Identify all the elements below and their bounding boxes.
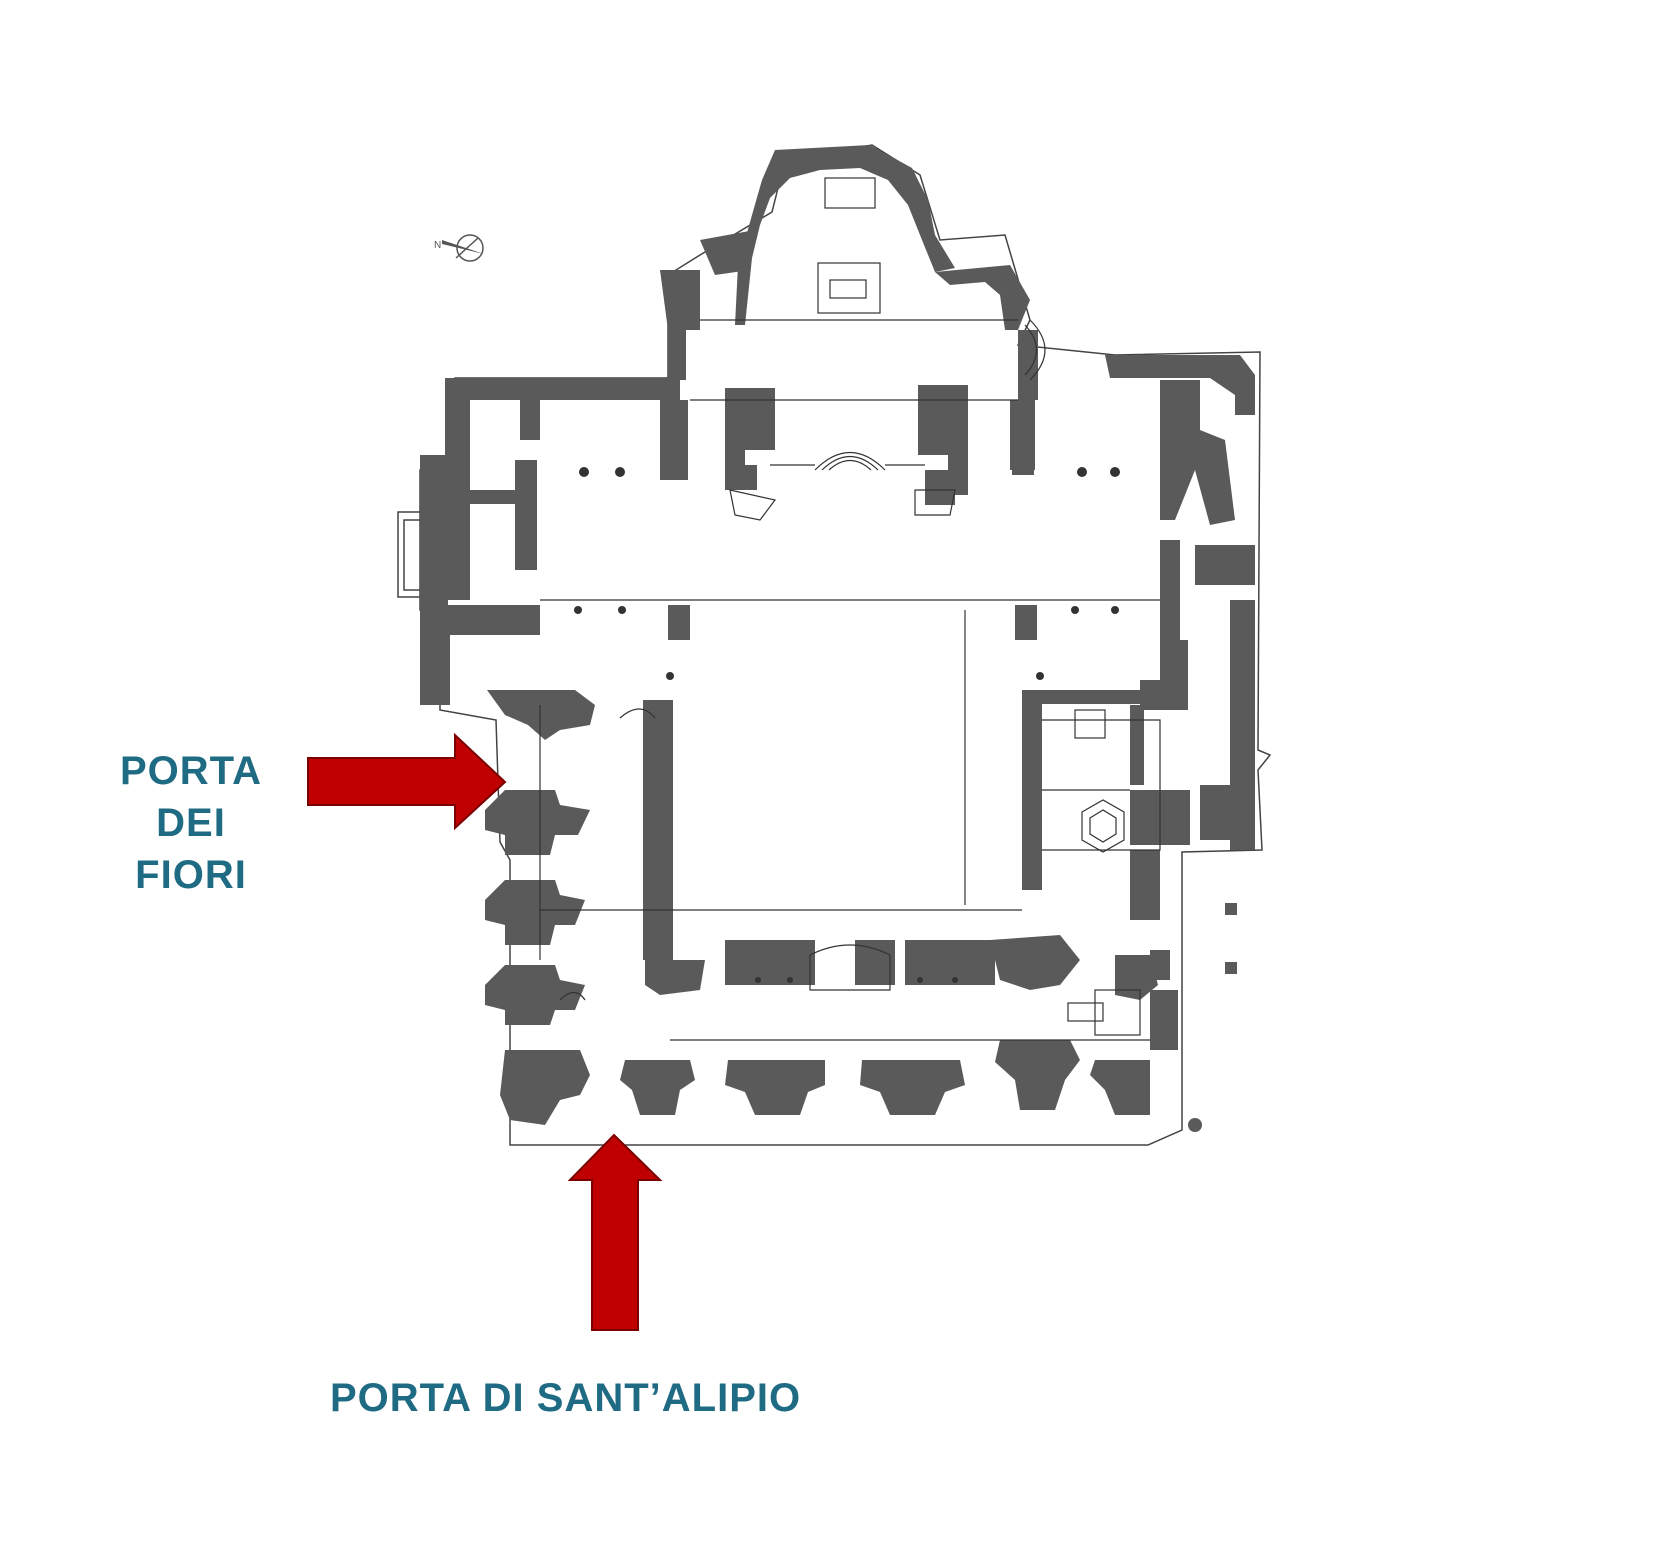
plan-details (539, 177, 1161, 1041)
column-dots (574, 467, 1120, 983)
north-arrow-icon: N (434, 234, 484, 262)
arrow-porta-di-sant-alipio (567, 1133, 663, 1331)
porta-dei-fiori-label: PORTA DEI FIORI (96, 745, 286, 901)
arrow-porta-dei-fiori (307, 732, 507, 831)
porta-dei-fiori-line-2: DEI (156, 801, 226, 845)
porta-dei-fiori-line-1: PORTA (119, 749, 263, 793)
porta-di-sant-alipio-label: PORTA DI SANT’ALIPIO (330, 1376, 802, 1420)
svg-text:N: N (434, 240, 441, 251)
walls (420, 145, 1255, 1132)
porta-dei-fiori-line-3: FIORI (135, 853, 247, 897)
